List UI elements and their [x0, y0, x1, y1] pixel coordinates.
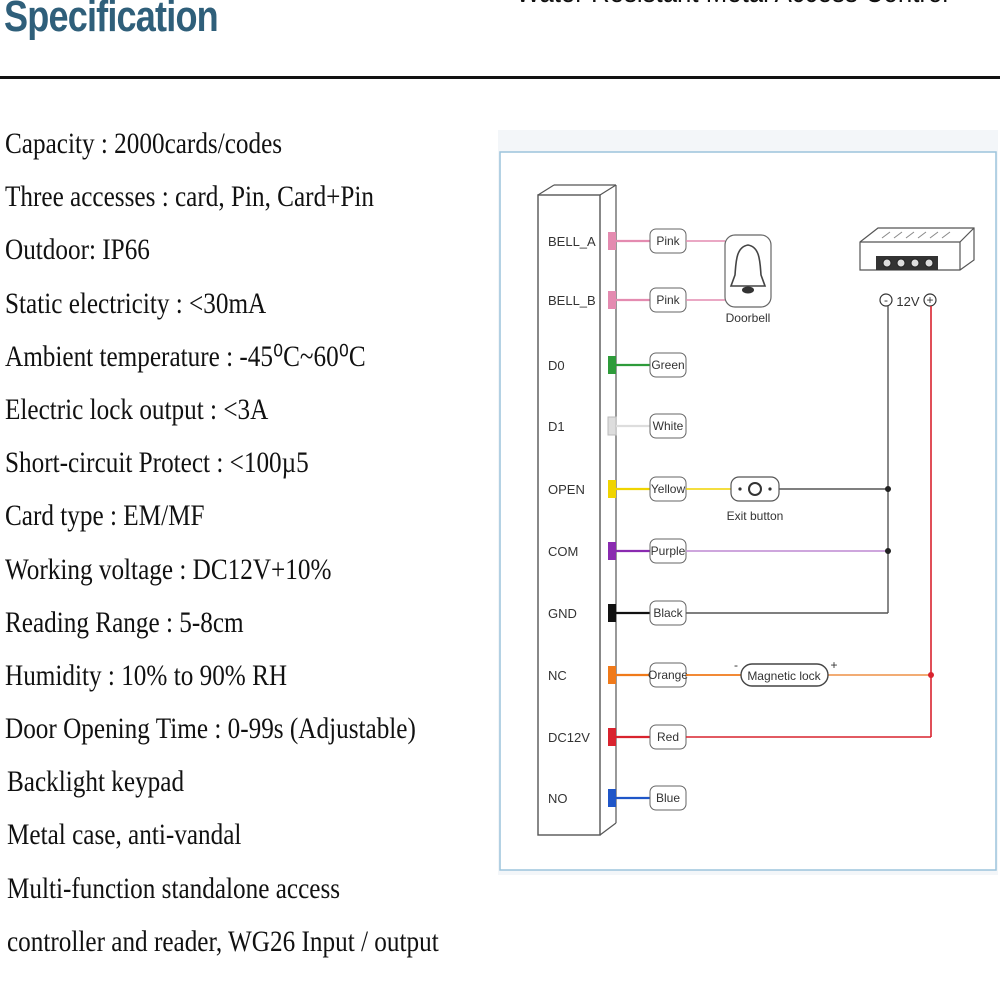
- spec-item: Three accesses : card, Pin, Card+Pin: [5, 180, 374, 214]
- psu-vent: [929, 231, 939, 239]
- magnetic-lock-icon: [740, 663, 829, 687]
- exit-button-knob: [748, 482, 762, 496]
- page-title: Specification: [4, 0, 219, 41]
- junction-dot: [928, 672, 934, 678]
- exit-button-dot: [738, 487, 742, 491]
- psu-vent: [917, 231, 927, 239]
- spec-item: controller and reader, WG26 Input / outp…: [7, 924, 439, 958]
- magnetic-lock-label: Magnetic lock: [747, 669, 821, 683]
- terminal-label-no: NO: [548, 791, 568, 806]
- psu-minus-terminal: [879, 293, 893, 307]
- wire-color-label: Red: [657, 730, 679, 744]
- wire-color-label: Black: [653, 606, 683, 620]
- controller-edge: [599, 822, 617, 836]
- doorbell-icon: [724, 234, 772, 308]
- terminal-connector: [608, 232, 616, 250]
- exit-button-dot: [768, 487, 772, 491]
- exit-button-label: Exit button: [727, 509, 784, 523]
- header-divider: [0, 76, 1000, 79]
- junction-dot: [885, 548, 891, 554]
- terminal-connector: [608, 356, 616, 374]
- spec-item: Static electricity : <30mA: [5, 286, 267, 320]
- lock-plus-sign: +: [830, 658, 837, 672]
- wire-color-label: Green: [651, 358, 684, 372]
- doorbell-label: Doorbell: [726, 311, 771, 325]
- wire-color-label: Purple: [651, 544, 686, 558]
- exit-button-icon: [730, 476, 780, 502]
- psu-screw: [910, 258, 920, 268]
- junction-dot: [885, 486, 891, 492]
- psu-plus-sign: +: [926, 293, 933, 307]
- psu-screw: [924, 258, 934, 268]
- wire-color-label: Yellow: [651, 482, 686, 496]
- wire-tag: [649, 352, 687, 378]
- terminal-connector: [608, 789, 616, 807]
- terminal-label-d0: D0: [548, 358, 565, 373]
- terminal-label-gnd: GND: [548, 606, 577, 621]
- wire-color-label: Pink: [656, 293, 680, 307]
- psu-terminal-strip: [876, 256, 938, 270]
- wire-color-label: White: [653, 419, 684, 433]
- spec-item: Backlight keypad: [7, 765, 185, 799]
- wire-color-label: Pink: [656, 234, 680, 248]
- spec-item: Card type : EM/MF: [5, 499, 205, 533]
- terminal-label-open: OPEN: [548, 482, 585, 497]
- psu-vent: [905, 231, 915, 239]
- lock-minus-sign: -: [734, 658, 738, 672]
- psu-minus-sign: -: [884, 293, 888, 307]
- controller-block: [537, 194, 601, 836]
- terminal-label-dc12v: DC12V: [548, 730, 590, 745]
- spec-item: Humidity : 10% to 90% RH: [5, 658, 288, 692]
- terminal-connector: [608, 666, 616, 684]
- terminal-label-bell_b: BELL_B: [548, 293, 596, 308]
- bell-clapper: [742, 286, 754, 294]
- spec-item: Door Opening Time : 0-99s (Adjustable): [5, 712, 416, 746]
- wire-tag: [649, 785, 687, 811]
- terminal-connector: [608, 604, 616, 622]
- terminal-connector: [608, 291, 616, 309]
- spec-item: Metal case, anti-vandal: [7, 818, 242, 852]
- psu-edge: [959, 227, 975, 243]
- psu-plus-terminal: [923, 293, 937, 307]
- terminal-label-nc: NC: [548, 668, 567, 683]
- terminal-connector: [608, 480, 616, 498]
- terminal-connector: [607, 416, 617, 436]
- product-name: Water Resistant Metal Access Control: [516, 0, 948, 10]
- spec-item: Capacity : 2000cards/codes: [5, 127, 283, 160]
- wire-color-label: Orange: [648, 668, 688, 682]
- terminal-connector: [608, 542, 616, 560]
- bell-shape: [729, 244, 767, 287]
- psu-vent: [881, 231, 891, 239]
- psu-vent: [941, 231, 951, 239]
- spec-item: Short-circuit Protect : <100µ5: [5, 446, 309, 480]
- psu-vent: [893, 231, 903, 239]
- controller-edge: [599, 184, 617, 196]
- spec-item: Reading Range : 5-8cm: [5, 605, 244, 639]
- terminal-label-d1: D1: [548, 419, 565, 434]
- spec-item: Outdoor: IP66: [5, 233, 150, 267]
- terminal-label-com: COM: [548, 544, 578, 559]
- spec-item: Working voltage : DC12V+10%: [5, 552, 332, 586]
- terminal-label-bell_a: BELL_A: [548, 234, 596, 249]
- spec-item: Ambient temperature : -45⁰C~60⁰C: [5, 339, 366, 373]
- terminal-connector: [608, 728, 616, 746]
- spec-item: Multi-function standalone access: [7, 871, 341, 905]
- psu-screw: [882, 258, 892, 268]
- psu-screw: [896, 258, 906, 268]
- controller-edge: [537, 184, 555, 196]
- psu-voltage-label: 12V: [896, 294, 919, 309]
- wire-color-label: Blue: [656, 791, 680, 805]
- spec-item: Electric lock output : <3A: [5, 392, 269, 426]
- power-supply-icon: [859, 227, 975, 271]
- wire-tag: [649, 413, 687, 439]
